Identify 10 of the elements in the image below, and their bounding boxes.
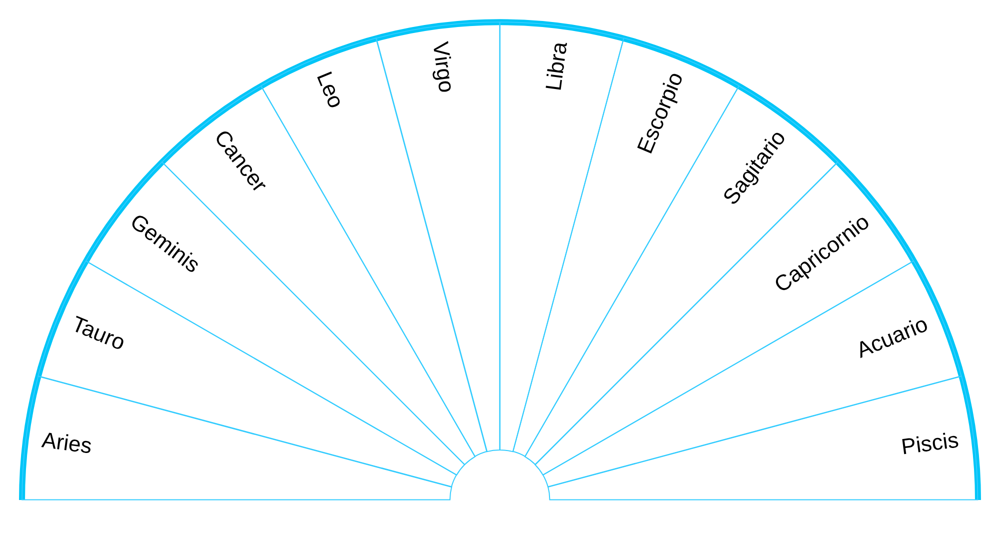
sign-label: Piscis	[900, 428, 960, 458]
sign-label: Libra	[543, 40, 572, 92]
sector	[375, 21, 501, 453]
sector	[21, 375, 453, 501]
sector	[547, 375, 979, 501]
sector	[499, 21, 625, 453]
sign-label: Tauro	[68, 313, 128, 354]
sign-label: Virgo	[428, 40, 458, 94]
sign-label: Aries	[40, 428, 94, 458]
sign-label: Leo	[313, 68, 348, 112]
